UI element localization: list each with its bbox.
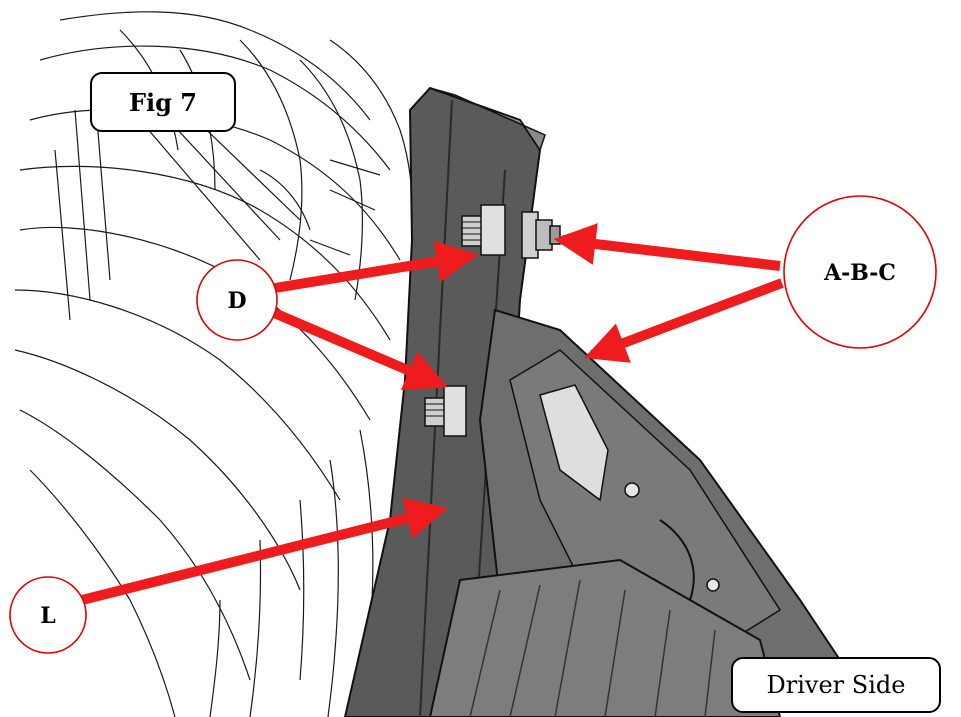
callout-l-label: L [40,603,55,629]
arrow-d-to-lower-nut [270,307,448,391]
gusset-slot [539,384,609,502]
callout-abc: A-B-C [783,195,937,349]
figure-label: Fig 7 [90,72,236,132]
callout-d: D [196,259,278,341]
callout-abc-label: A-B-C [823,260,896,286]
arrow-l-to-bracket [80,497,449,605]
callout-d-label: D [227,288,246,314]
mounting-bracket [343,86,842,717]
bracket-plate-edge [429,87,546,152]
bracket-hole [706,578,720,592]
arrow-d-to-upper-nut [274,240,479,293]
bracket-hole [624,482,640,498]
arrow-abc-to-gusset [584,278,784,363]
upper-nut [461,204,506,256]
bolt-head [521,211,561,259]
lower-nut [424,385,467,437]
arrow-abc-to-bolt [553,223,781,271]
callout-arrows [80,223,784,605]
driver-side-label: Driver Side [731,657,941,713]
callout-l: L [9,576,87,654]
